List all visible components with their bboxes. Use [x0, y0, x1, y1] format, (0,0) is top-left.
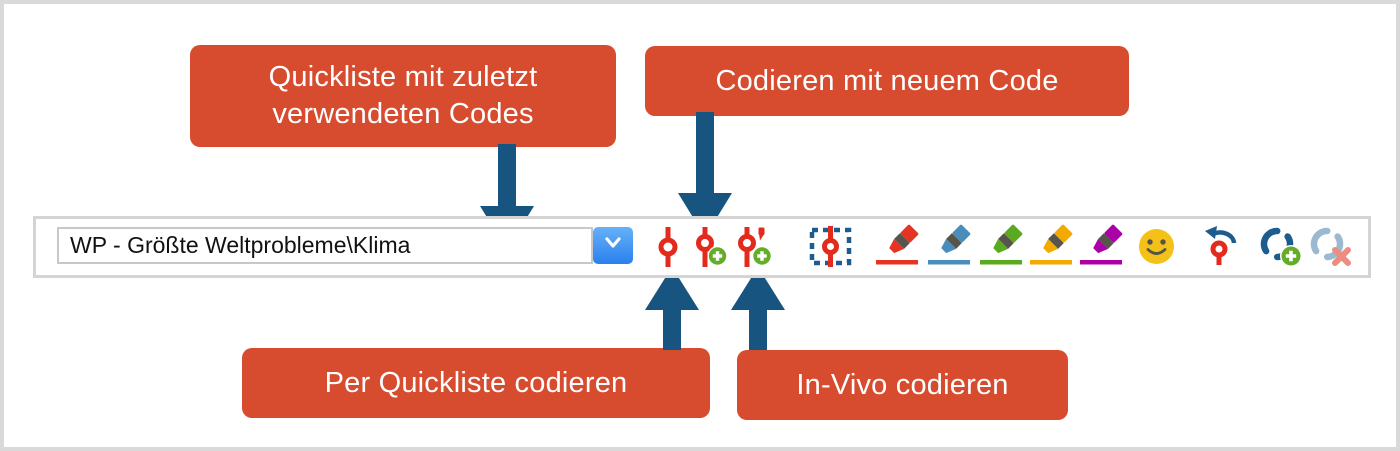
arrow-shaft [749, 308, 767, 350]
coding-toolbar: WP - Größte Weltprobleme\Klima [33, 216, 1371, 278]
callout-quickliste: Quickliste mit zuletzt verwendeten Codes [190, 45, 616, 147]
code-with-last-button[interactable] [1203, 225, 1239, 266]
highlight-magenta-button[interactable] [1079, 224, 1123, 266]
arrow-shaft [498, 144, 516, 208]
undo-coding-button[interactable] [1309, 225, 1353, 268]
code-selection-dashed-icon [808, 225, 853, 268]
highlight-yellow-button[interactable] [1029, 224, 1073, 266]
callout-quickliste-label: Quickliste mit zuletzt verwendeten Codes [268, 61, 538, 130]
highlight-green-button[interactable] [979, 224, 1023, 266]
highlighter-blue-icon [927, 224, 971, 266]
emoticode-smiley-icon [1138, 228, 1175, 265]
highlighter-yellow-icon [1029, 224, 1073, 266]
highlight-red-button[interactable] [875, 224, 919, 266]
arrow-shaft [696, 112, 714, 195]
arrow-shaft [663, 308, 681, 350]
quicklist-combobox[interactable]: WP - Größte Weltprobleme\Klima [57, 227, 593, 264]
chevron-down-icon [604, 236, 622, 255]
quicklist-combobox-value: WP - Größte Weltprobleme\Klima [70, 232, 411, 258]
highlight-blue-button[interactable] [927, 224, 971, 266]
callout-invivo-label: In-Vivo codieren [796, 368, 1009, 401]
callout-neuer-code-label: Codieren mit neuem Code [715, 64, 1059, 97]
code-new-code-button[interactable] [694, 227, 728, 267]
emoticode-button[interactable] [1138, 228, 1175, 265]
code-with-new-code-icon [694, 227, 728, 267]
callout-per-quickliste-label: Per Quickliste codieren [324, 366, 628, 399]
quicklist-dropdown-button[interactable] [593, 227, 633, 264]
code-again-button[interactable] [1258, 225, 1303, 268]
code-again-icon [1258, 225, 1303, 268]
code-selection-button[interactable] [808, 225, 853, 268]
undo-coding-icon [1309, 225, 1353, 268]
highlighter-red-icon [875, 224, 919, 266]
code-symbol-icon [655, 227, 681, 267]
code-in-vivo-icon [736, 227, 774, 267]
callout-invivo: In-Vivo codieren [737, 350, 1068, 420]
callout-per-quickliste: Per Quickliste codieren [242, 348, 710, 418]
code-with-last-code-icon [1203, 225, 1239, 266]
highlighter-magenta-icon [1079, 224, 1123, 266]
highlighter-green-icon [979, 224, 1023, 266]
code-invivo-button[interactable] [736, 227, 774, 267]
callout-neuer-code: Codieren mit neuem Code [645, 46, 1129, 116]
code-button[interactable] [655, 227, 681, 267]
